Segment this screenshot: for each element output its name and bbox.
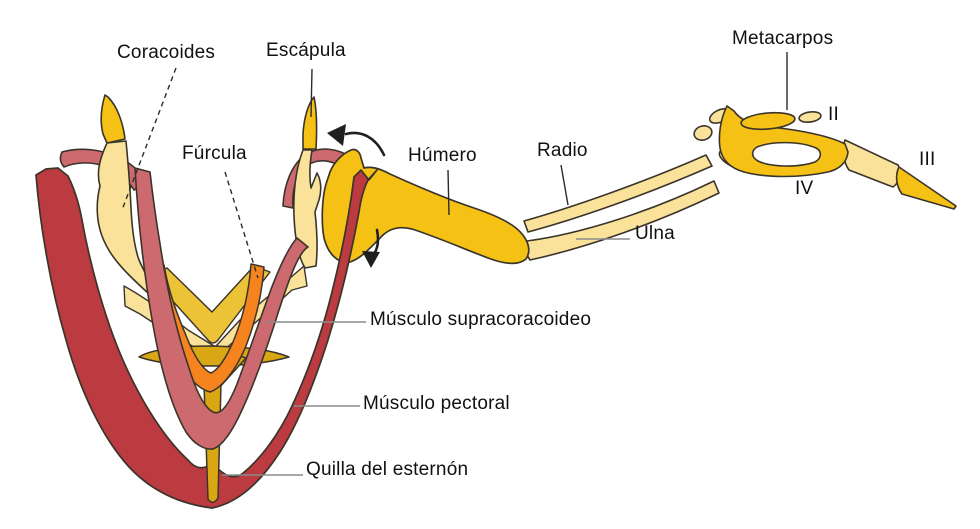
humero-leader-line — [447, 169, 450, 216]
label-metacarpos: Metacarpos — [732, 28, 834, 49]
metacarpal-bone-shape — [740, 111, 796, 131]
pectoral-muscle-shape — [35, 167, 378, 509]
sternum-inner-gold-shape — [149, 265, 271, 344]
label-furcula: Fúrcula — [182, 143, 247, 164]
left-scapula-shape — [100, 94, 126, 144]
radius-bone-shape — [523, 154, 713, 233]
digit-iii-proximal-phalanx-shape — [842, 139, 901, 188]
escapula-leader-line — [310, 68, 313, 118]
radio-leader-line — [560, 164, 569, 206]
label-digit-iii: III — [919, 149, 936, 170]
wing-upstroke-arrow-curve — [344, 131, 386, 157]
humerus-bone-shape — [321, 148, 530, 265]
label-escapula: Escápula — [266, 40, 346, 61]
label-radio: Radio — [537, 140, 588, 161]
label-quilla-del-esternon: Quilla del esternón — [306, 459, 469, 480]
metacarpal-ii-small-bone-shape — [798, 111, 822, 123]
digit-iii-distal-phalanx-shape — [895, 166, 957, 210]
furcula-leader-line — [224, 171, 259, 279]
wing-downstroke-arrowhead-icon — [362, 251, 380, 268]
wing-upstroke-arrowhead-icon — [327, 124, 346, 146]
carpal-bone-shape — [693, 125, 713, 141]
supracoracoid-muscle-shape — [134, 167, 309, 450]
coracoides-leader-line — [121, 67, 177, 211]
right-coracoid-bone-shape — [293, 149, 322, 269]
right-scapula-shape — [302, 96, 318, 150]
label-musculo-pectoral: Músculo pectoral — [363, 393, 510, 414]
label-musculo-supracoracoideo: Músculo supracoracoideo — [370, 309, 592, 330]
label-digit-ii: II — [828, 104, 839, 125]
label-humero: Húmero — [408, 145, 477, 166]
label-ulna: Ulna — [635, 223, 675, 244]
label-coracoides: Coracoides — [117, 42, 216, 63]
label-digit-iv: IV — [795, 178, 814, 199]
